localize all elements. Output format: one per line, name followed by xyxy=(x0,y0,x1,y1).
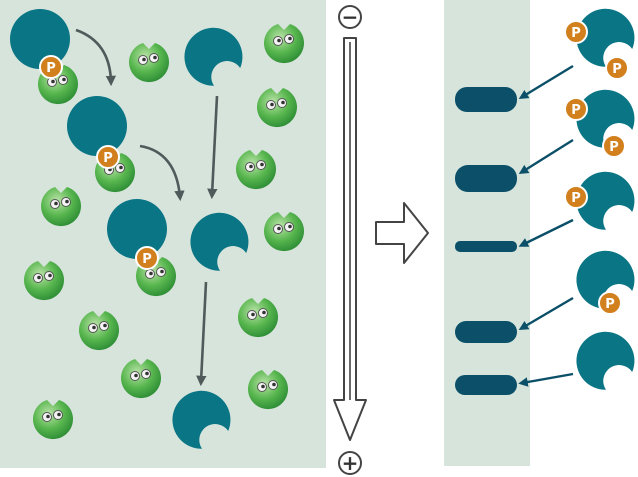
green-face-molecule-icon xyxy=(235,150,276,190)
band-arrows xyxy=(518,64,574,387)
green-face-molecule-icon xyxy=(247,370,288,410)
green-face-molecule-icon xyxy=(23,261,64,301)
phospho-p-icon: P xyxy=(564,185,588,209)
gel-bands xyxy=(455,87,517,395)
phospho-tags-left: P P P xyxy=(39,55,159,270)
sample-proteins xyxy=(10,9,249,449)
svg-text:P: P xyxy=(571,191,581,206)
phospho-p-icon: P xyxy=(598,291,622,315)
pacman-protein-icon xyxy=(576,171,635,230)
svg-text:P: P xyxy=(571,26,581,41)
green-face-molecule-icon xyxy=(264,212,305,252)
green-face-molecule-icon xyxy=(40,187,82,227)
svg-text:P: P xyxy=(103,151,113,166)
green-face-molecule-icon xyxy=(238,298,278,338)
green-face-molecule-icon xyxy=(257,88,297,128)
gel-band-5 xyxy=(455,375,517,395)
phospho-p-icon: P xyxy=(135,246,159,270)
green-face-molecule-icon xyxy=(128,43,169,83)
pacman-protein-icon xyxy=(190,212,249,271)
curved-arrow-1 xyxy=(75,28,117,87)
phospho-p-icon: P xyxy=(564,20,588,44)
svg-text:P: P xyxy=(612,62,622,77)
pacman-protein-icon xyxy=(576,250,635,309)
result-proteins xyxy=(576,8,635,390)
anode-label: + xyxy=(342,451,359,475)
pacman-protein-icon xyxy=(576,331,635,390)
pacman-protein-icon xyxy=(576,8,635,67)
hollow-right-arrow-icon xyxy=(375,202,429,264)
svg-text:P: P xyxy=(571,103,581,118)
cathode-label: − xyxy=(342,5,359,29)
process-arrows xyxy=(75,28,219,387)
cathode-sign: − xyxy=(338,5,362,29)
phospho-p-icon: P xyxy=(602,134,626,158)
pacman-protein-icon xyxy=(576,89,635,148)
svg-text:P: P xyxy=(46,61,56,76)
protein-circle-2 xyxy=(67,96,127,156)
protein-circle-1 xyxy=(10,9,70,69)
protein-circle-3 xyxy=(107,199,167,259)
phospho-p-icon: P xyxy=(564,97,588,121)
gel-band-2 xyxy=(455,165,517,192)
svg-text:P: P xyxy=(142,252,152,267)
svg-text:P: P xyxy=(605,297,615,312)
svg-text:P: P xyxy=(609,140,619,155)
phospho-p-icon: P xyxy=(39,55,63,79)
anode-sign: + xyxy=(338,451,362,475)
phospho-p-icon: P xyxy=(96,145,120,169)
phospho-p-icon: P xyxy=(605,56,629,80)
pacman-protein-icon xyxy=(172,390,231,449)
gel-band-3 xyxy=(455,241,517,252)
green-face-molecule-icon xyxy=(264,24,305,64)
straight-arrow-2 xyxy=(196,281,208,387)
green-face-molecule-icon xyxy=(33,400,73,440)
curved-arrow-2 xyxy=(139,144,185,202)
green-face-molecule-icon xyxy=(121,359,162,399)
gel-band-4 xyxy=(455,321,517,343)
straight-arrow-1 xyxy=(207,95,219,200)
pacman-protein-icon xyxy=(184,27,243,86)
migration-direction-arrow xyxy=(333,37,367,441)
result-gel-lane xyxy=(444,0,530,466)
phospho-tags-right: P P P P P P xyxy=(564,20,629,315)
gel-band-1 xyxy=(455,87,517,112)
green-face-molecule-icon xyxy=(78,311,120,351)
